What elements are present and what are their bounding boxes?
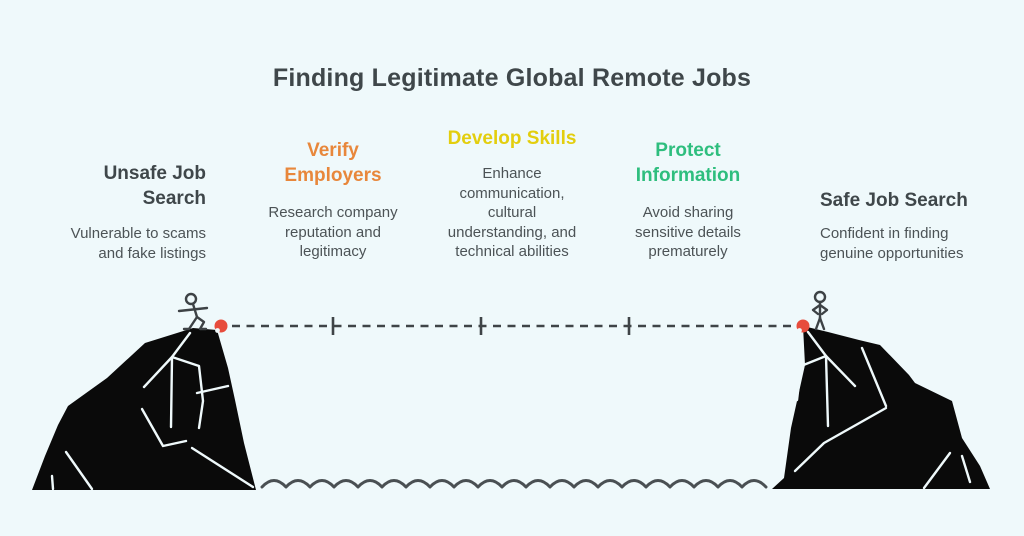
journey-endpoint-dots <box>214 319 810 333</box>
column-develop-skills: Develop Skills Enhance communication, cu… <box>429 126 595 262</box>
column-verify-employers: Verify Employers Research company reputa… <box>257 138 409 262</box>
safe-description: Confident in finding genuine opportuniti… <box>820 225 964 262</box>
page-title: Finding Legitimate Global Remote Jobs <box>272 64 752 92</box>
develop-heading: Develop Skills <box>447 128 577 149</box>
protect-description: Avoid sharing sensitive details prematur… <box>635 204 741 260</box>
dashed-journey-line <box>232 317 794 335</box>
develop-description: Enhance communication, cultural understa… <box>447 165 577 260</box>
water-wave-icon <box>260 479 768 489</box>
verify-heading: Verify Employers <box>284 140 382 186</box>
column-protect-information: Protect Information Avoid sharing sensit… <box>612 138 764 262</box>
right-cliff-icon <box>772 326 990 490</box>
unsafe-description: Vulnerable to scams and fake listings <box>70 225 206 262</box>
left-cliff-icon <box>32 328 256 491</box>
stick-figure-standing-icon <box>811 290 829 331</box>
column-safe-job-search: Safe Job Search Confident in finding gen… <box>820 188 992 263</box>
cliff-gap-illustration <box>32 290 990 491</box>
protect-heading: Protect Information <box>635 140 741 186</box>
safe-heading: Safe Job Search <box>820 190 968 211</box>
unsafe-heading: Unsafe Job Search <box>103 163 206 209</box>
column-unsafe-job-search: Unsafe Job Search Vulnerable to scams an… <box>50 161 206 263</box>
stick-figure-walking-icon <box>177 292 209 331</box>
verify-description: Research company reputation and legitima… <box>268 204 398 260</box>
